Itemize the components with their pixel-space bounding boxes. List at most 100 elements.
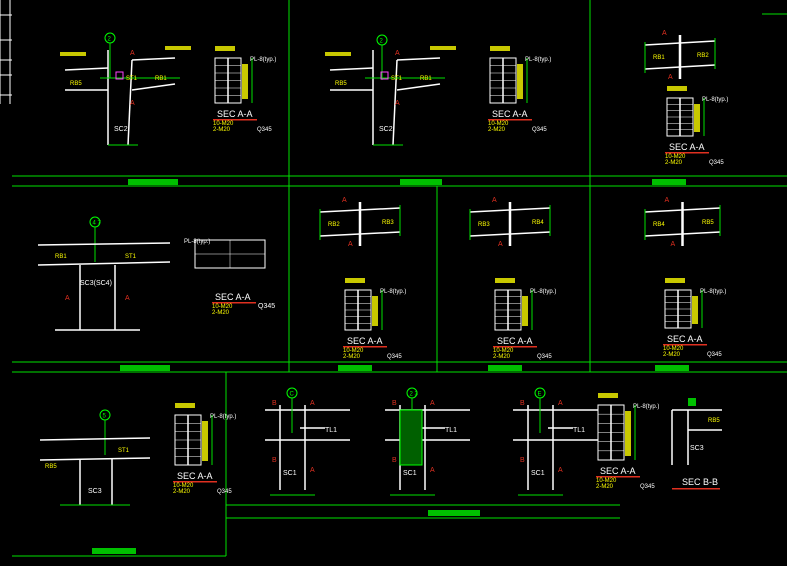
plate-label: PL-8(typ.): [380, 289, 406, 295]
beam-label: RB3: [478, 222, 490, 228]
beam-label: RB5: [702, 220, 714, 226]
axis-label: 4 7: [93, 221, 102, 227]
bolt-spec: 10-M20: [488, 121, 509, 127]
plate-label: PL-8(typ.): [210, 414, 236, 420]
section-underline: [596, 476, 640, 478]
beam-label: RB2: [328, 222, 340, 228]
section-underline: [212, 302, 256, 304]
steel-grade: Q345: [387, 354, 402, 360]
beam-label: RB5: [45, 464, 57, 470]
beam-bottom: [39, 457, 151, 461]
steel-grade: Q345: [640, 484, 655, 490]
right-beam-bottom: [131, 83, 176, 91]
section-mark: A: [492, 197, 497, 204]
section-mark: B: [392, 400, 397, 407]
section-mark: B: [520, 400, 525, 407]
bolt-spec-2: 2-M20: [488, 127, 506, 133]
axis-marker: [688, 398, 696, 406]
bolt-spec: 10-M20: [213, 121, 234, 127]
column-label: SC2: [379, 126, 393, 133]
section-mark: A: [65, 295, 70, 302]
top-dimension: [490, 46, 510, 51]
top-dimension: [667, 86, 687, 91]
bolt-spec-2: 2-M20: [213, 127, 231, 133]
section-mark: B: [272, 400, 277, 407]
axis-bubble: E: [534, 387, 546, 433]
section-mark: A: [130, 100, 135, 107]
axis-label: C: [290, 392, 295, 398]
column-label: SC1: [283, 470, 297, 477]
top-dimension: [215, 46, 235, 51]
column-label: SC3: [88, 488, 102, 495]
column-flange: [127, 59, 133, 146]
beam-label: RB5: [708, 418, 720, 424]
section-mark: A: [125, 295, 130, 302]
axis-bubble: 2: [376, 34, 388, 80]
section-title: SEC A-A: [347, 336, 383, 346]
section-title: SEC A-A: [177, 471, 213, 481]
top-dimension: [345, 278, 365, 283]
connection-marker: [115, 71, 124, 80]
column-label: SC3(SC4): [80, 280, 112, 287]
beam-label: TL1: [573, 427, 585, 434]
plate-label: PL-8(typ.): [250, 57, 276, 63]
section-mark: A: [558, 467, 563, 474]
stiffener-label: ST1: [125, 254, 137, 260]
axis-label: E: [538, 392, 542, 398]
left-beam-top: [64, 67, 109, 71]
dimension-stack: [522, 296, 528, 326]
beam-label: RB1: [55, 254, 67, 260]
section-mark: A: [395, 50, 400, 57]
section-title: SEC A-A: [600, 466, 636, 476]
dimension-stack: [625, 411, 631, 456]
steel-grade: Q345: [257, 127, 272, 133]
beam-label: RB1: [653, 55, 665, 61]
section-underline: [665, 152, 709, 154]
axis-bubble: 5: [99, 409, 111, 455]
bolt-spec: 10-M20: [596, 478, 617, 484]
dimension-stack: [517, 64, 523, 99]
axis-label: 2: [108, 37, 112, 43]
section-mark: A: [395, 100, 400, 107]
steel-grade: Q345: [707, 352, 722, 358]
section-title: SEC A-A: [492, 109, 528, 119]
steel-grade: Q345: [217, 489, 232, 495]
beam-label: RB1: [420, 76, 432, 82]
plate-label: PL-8(typ.): [700, 289, 726, 295]
section-mark: A: [130, 50, 135, 57]
bolt-spec-2: 2-M20: [173, 489, 191, 495]
stiffener-label: ST1: [391, 76, 403, 82]
section-mark: A: [430, 400, 435, 407]
axis-label: 2 3: [410, 392, 419, 398]
beam-label: RB4: [653, 222, 665, 228]
section-title: SEC A-A: [497, 336, 533, 346]
callout-label: [430, 46, 456, 50]
section-mark: A: [498, 241, 503, 248]
section-mark: B: [520, 457, 525, 464]
stiffener-label: ST1: [118, 448, 130, 454]
section-mark: A: [430, 467, 435, 474]
top-dimension: [175, 403, 195, 408]
axis-label: 5: [103, 414, 107, 420]
bolt-spec: 10-M20: [493, 348, 514, 354]
sheet-frame: [12, 0, 787, 557]
title-bars: [92, 179, 689, 554]
stiffener-label: ST1: [126, 76, 138, 82]
right-beam-bottom: [396, 83, 441, 91]
bolt-spec: 10-M20: [665, 154, 686, 160]
section-title: SEC A-A: [215, 292, 251, 302]
bolt-spec-2: 2-M20: [596, 484, 614, 490]
column-label: SC1: [403, 470, 417, 477]
plate-label: PL-8(typ.): [525, 57, 551, 63]
